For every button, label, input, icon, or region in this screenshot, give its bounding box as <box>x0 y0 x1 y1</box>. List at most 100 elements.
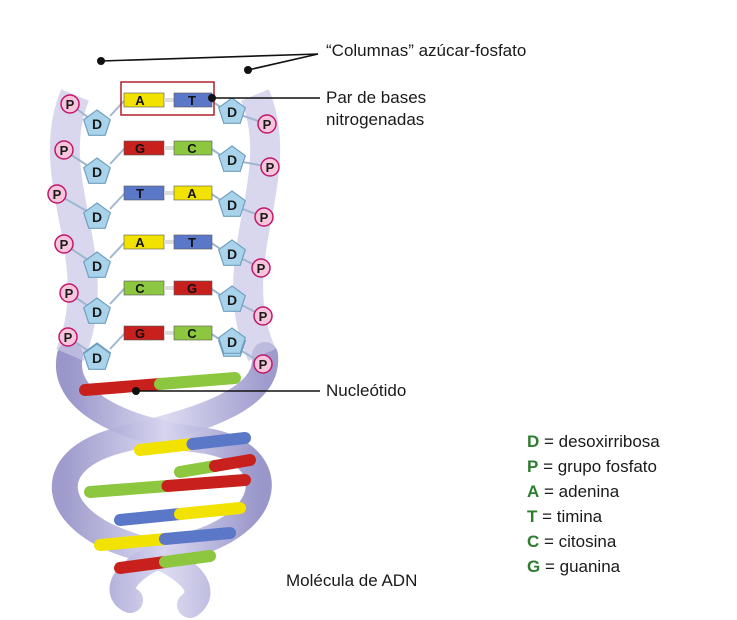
backbone-ribbon-left <box>49 89 98 361</box>
legend-text: citosina <box>558 532 617 551</box>
base-right-block <box>173 185 213 201</box>
phosphate-node: P <box>54 234 74 254</box>
helix-base-rod <box>114 508 186 526</box>
legend-item: G = guanina <box>527 554 732 579</box>
helix-base-rod <box>154 372 241 390</box>
diagram-caption: Molécula de ADN <box>286 571 418 590</box>
legend-equals: = <box>539 482 559 501</box>
sugar-letter: D <box>92 116 102 132</box>
sugar-node-right: D <box>217 190 247 217</box>
phosphate-letter: P <box>259 309 268 324</box>
legend-item: C = citosina <box>527 529 732 554</box>
helix-base-rod <box>94 533 171 551</box>
phosphate-node: P <box>251 258 271 278</box>
sugar-node-left: D <box>82 202 112 229</box>
backbone-label: “Columnas” azúcar-fosfato <box>326 41 527 60</box>
sugar-letter: D <box>227 152 237 168</box>
phosphate-letter: P <box>259 357 268 372</box>
legend-item: P = grupo fosfato <box>527 454 732 479</box>
phosphate-node: P <box>253 354 273 374</box>
sugar-node-left: D <box>82 157 112 184</box>
sugar-node-left: D <box>82 297 112 324</box>
phosphate-letter: P <box>263 117 272 132</box>
helix-base-rod <box>174 502 246 520</box>
helix-base-rod <box>161 474 251 492</box>
helix-base-rod <box>84 480 174 498</box>
helix-base-rod <box>186 432 251 450</box>
base-left-letter: A <box>135 93 145 108</box>
legend-letter: A <box>527 482 540 501</box>
sugar-node-left: D <box>82 251 112 278</box>
sugar-node-right: D <box>217 145 247 172</box>
base-left-letter: A <box>135 235 145 250</box>
phosphate-letter: P <box>65 286 74 301</box>
nucleotide-label: Nucleótido <box>326 381 407 400</box>
base-right-letter: G <box>187 281 197 296</box>
base-right-letter: T <box>188 235 196 250</box>
base-pair-label-line1: Par de bases <box>326 88 427 107</box>
base-left-block <box>123 185 165 201</box>
sugar-node-left: D <box>82 343 112 370</box>
leader-lines <box>97 53 320 395</box>
legend-equals: = <box>537 507 557 526</box>
base-right-letter: A <box>187 186 197 201</box>
sugar-letter: D <box>92 209 102 225</box>
legend-text: desoxirribosa <box>558 432 660 451</box>
legend-letter: D <box>527 432 540 451</box>
legend-equals: = <box>538 457 558 476</box>
legend-item: T = timina <box>527 504 732 529</box>
sugar-letter: D <box>92 350 102 366</box>
sugar-node-right: D <box>217 285 247 312</box>
base-right-block <box>173 325 213 341</box>
base-right-letter: C <box>187 326 197 341</box>
base-left-letter: T <box>136 186 144 201</box>
phosphate-node: P <box>254 207 274 227</box>
sugar-node-right: D <box>217 327 247 354</box>
sugar-node-right: D <box>217 97 247 124</box>
double-helix <box>52 342 279 618</box>
base-left-letter: G <box>135 326 145 341</box>
sugar-letter: D <box>227 104 237 120</box>
helix-base-rod <box>114 556 171 574</box>
legend-equals: = <box>539 432 559 451</box>
base-left-letter: C <box>135 281 145 296</box>
legend-text: guanina <box>559 557 621 576</box>
sugar-letter: D <box>227 334 237 350</box>
phosphate-letter: P <box>60 237 69 252</box>
legend-letter: C <box>527 532 540 551</box>
helix-base-rod <box>209 454 256 472</box>
base-right-letter: C <box>187 141 197 156</box>
phosphate-letter: P <box>53 187 62 202</box>
base-right-block <box>173 140 213 156</box>
legend-text: adenina <box>558 482 620 501</box>
sugar-letter: D <box>227 197 237 213</box>
helix-ribbon-right <box>52 342 279 618</box>
legend-text: timina <box>556 507 603 526</box>
legend-item: A = adenina <box>527 479 732 504</box>
sugar-node-left: D <box>82 109 112 136</box>
legend-letter: T <box>527 507 538 526</box>
phosphate-node: P <box>60 94 80 114</box>
legend-equals: = <box>539 532 559 551</box>
sugar-letter: D <box>92 164 102 180</box>
sugar-letter: D <box>92 304 102 320</box>
base-right-letter: T <box>188 93 196 108</box>
base-right-block <box>173 234 213 250</box>
base-pair-label-line2: nitrogenadas <box>326 110 425 129</box>
base-right-block <box>173 280 213 296</box>
backbone-nodes: DDPPDDPPDDPPDDPPDDPPDDPPDD <box>47 94 280 374</box>
phosphate-node: P <box>253 306 273 326</box>
helix-base-rod <box>159 527 236 545</box>
phosphate-letter: P <box>64 330 73 345</box>
legend-letter: G <box>527 557 541 576</box>
phosphate-letter: P <box>66 97 75 112</box>
